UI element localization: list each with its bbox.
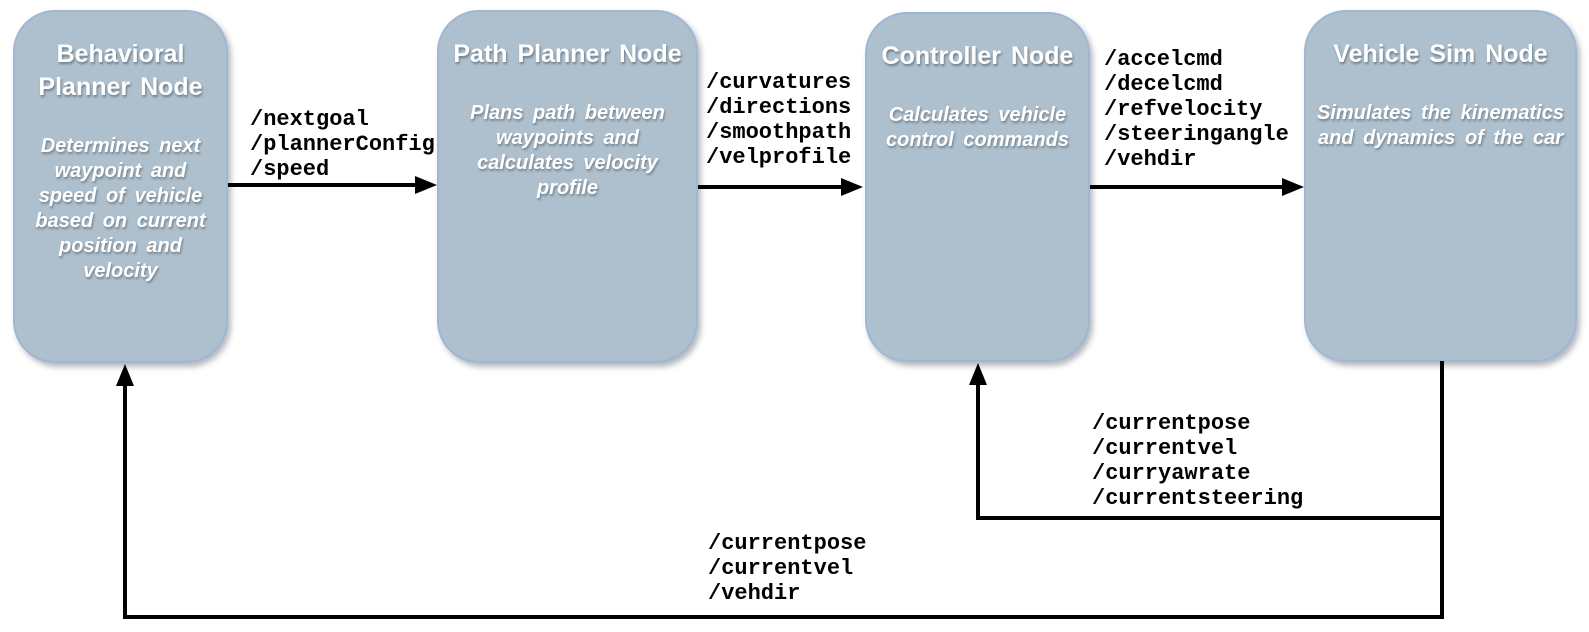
node-behavioral-planner-description: Determines next waypoint and speed of ve… xyxy=(35,135,206,282)
topic-label: /vehdir xyxy=(708,581,801,606)
arrowhead-right-icon xyxy=(841,178,863,196)
topic-label: /accelcmd xyxy=(1104,47,1223,72)
topic-label: /currentvel xyxy=(708,556,854,581)
topic-label: /speed xyxy=(250,157,330,182)
arrow-behavioral-to-pathplanner xyxy=(228,183,418,187)
feedback-line-vehiclesim-to-controller-riser xyxy=(976,383,980,519)
topic-label: /directions xyxy=(706,95,852,120)
node-path-planner: Path Planner Node Plans path between way… xyxy=(437,10,698,363)
topic-label: /plannerConfig xyxy=(250,132,435,157)
node-vehicle-sim-title: Vehicle Sim Node xyxy=(1333,40,1548,68)
topic-label: /refvelocity xyxy=(1104,97,1263,122)
feedback-line-vehiclesim-drop xyxy=(1440,361,1444,619)
topic-label: /steeringangle xyxy=(1104,122,1289,147)
arrow-pathplanner-to-controller xyxy=(698,185,844,189)
topic-label: /nextgoal xyxy=(250,107,369,132)
feedback-line-vehiclesim-to-controller xyxy=(976,516,1442,520)
edge-labels-vehiclesim-to-behavioral: /currentpose /currentvel /vehdir xyxy=(708,531,866,606)
arrow-controller-to-vehiclesim xyxy=(1090,185,1283,189)
node-vehicle-sim-description: Simulates the kinematics and dynamics of… xyxy=(1317,102,1564,149)
edge-labels-vehiclesim-to-controller: /currentpose /currentvel /curryawrate /c… xyxy=(1092,411,1303,511)
node-behavioral-planner-title: Behavioral Planner Node xyxy=(38,40,203,101)
edge-labels-controller-to-vehiclesim: /accelcmd /decelcmd /refvelocity /steeri… xyxy=(1104,47,1289,172)
topic-label: /vehdir xyxy=(1104,147,1197,172)
topic-label: /smoothpath xyxy=(706,120,852,145)
edge-labels-behavioral-to-pathplanner: /nextgoal /plannerConfig /speed xyxy=(250,107,435,182)
arrowhead-up-icon xyxy=(969,363,987,385)
arrowhead-right-icon xyxy=(1282,178,1304,196)
feedback-line-vehiclesim-to-behavioral-riser xyxy=(123,384,127,617)
topic-label: /currentpose xyxy=(708,531,867,556)
arrowhead-up-icon xyxy=(116,364,134,386)
node-path-planner-description: Plans path between waypoints and calcula… xyxy=(470,102,665,199)
topic-label: /curvatures xyxy=(706,70,852,95)
edge-labels-pathplanner-to-controller: /curvatures /directions /smoothpath /vel… xyxy=(706,70,851,170)
node-behavioral-planner: Behavioral Planner Node Determines next … xyxy=(13,10,228,363)
topic-label: /velprofile xyxy=(706,145,852,170)
topic-label: /decelcmd xyxy=(1104,72,1223,97)
topic-label: /currentsteering xyxy=(1092,486,1304,511)
feedback-line-vehiclesim-to-behavioral xyxy=(123,615,1444,619)
topic-label: /curryawrate xyxy=(1092,461,1251,486)
topic-label: /currentvel xyxy=(1092,436,1238,461)
node-vehicle-sim: Vehicle Sim Node Simulates the kinematic… xyxy=(1304,10,1577,362)
node-controller-description: Calculates vehicle control commands xyxy=(886,104,1069,151)
node-controller-title: Controller Node xyxy=(881,42,1074,70)
node-controller: Controller Node Calculates vehicle contr… xyxy=(865,12,1090,362)
arrowhead-right-icon xyxy=(415,176,437,194)
topic-label: /currentpose xyxy=(1092,411,1251,436)
node-path-planner-title: Path Planner Node xyxy=(453,40,682,68)
